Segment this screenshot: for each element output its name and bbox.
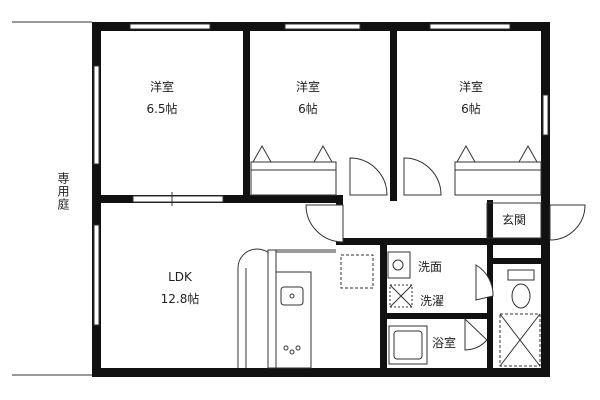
entrance-label: 玄関 (502, 213, 527, 227)
garden-boundary (12, 21, 92, 376)
bedroom-2-label: 洋室 6帖 (283, 78, 333, 118)
closets (250, 144, 542, 196)
bedroom-1-label: 洋室 6.5帖 (137, 78, 187, 118)
wet-area-fixtures (387, 251, 541, 367)
bedroom-1-name: 洋室 (149, 80, 174, 94)
garden-label: 専用庭 (56, 172, 70, 211)
ldk-name: LDK (168, 270, 192, 284)
windows (93, 23, 549, 326)
kitchen (237, 248, 336, 369)
interior-window (132, 192, 224, 206)
bedroom-3-name: 洋室 (458, 80, 483, 94)
washroom-label: 洗面 (418, 260, 443, 274)
bathroom-label: 浴室 (432, 336, 457, 350)
refrigerator-space (340, 254, 374, 289)
ldk-size: 12.8帖 (160, 292, 200, 306)
entrance-step (486, 202, 542, 239)
toilet (507, 269, 535, 309)
bedroom-3-label: 洋室 6帖 (446, 78, 496, 118)
bedroom-2-name: 洋室 (295, 80, 320, 94)
bedroom-1-size: 6.5帖 (146, 102, 178, 116)
doors (305, 157, 586, 351)
bedroom-3-size: 6帖 (461, 102, 481, 116)
ldk-label: LDK 12.8帖 (150, 268, 210, 308)
laundry-label: 洗濯 (420, 294, 445, 308)
bedroom-2-size: 6帖 (298, 102, 318, 116)
